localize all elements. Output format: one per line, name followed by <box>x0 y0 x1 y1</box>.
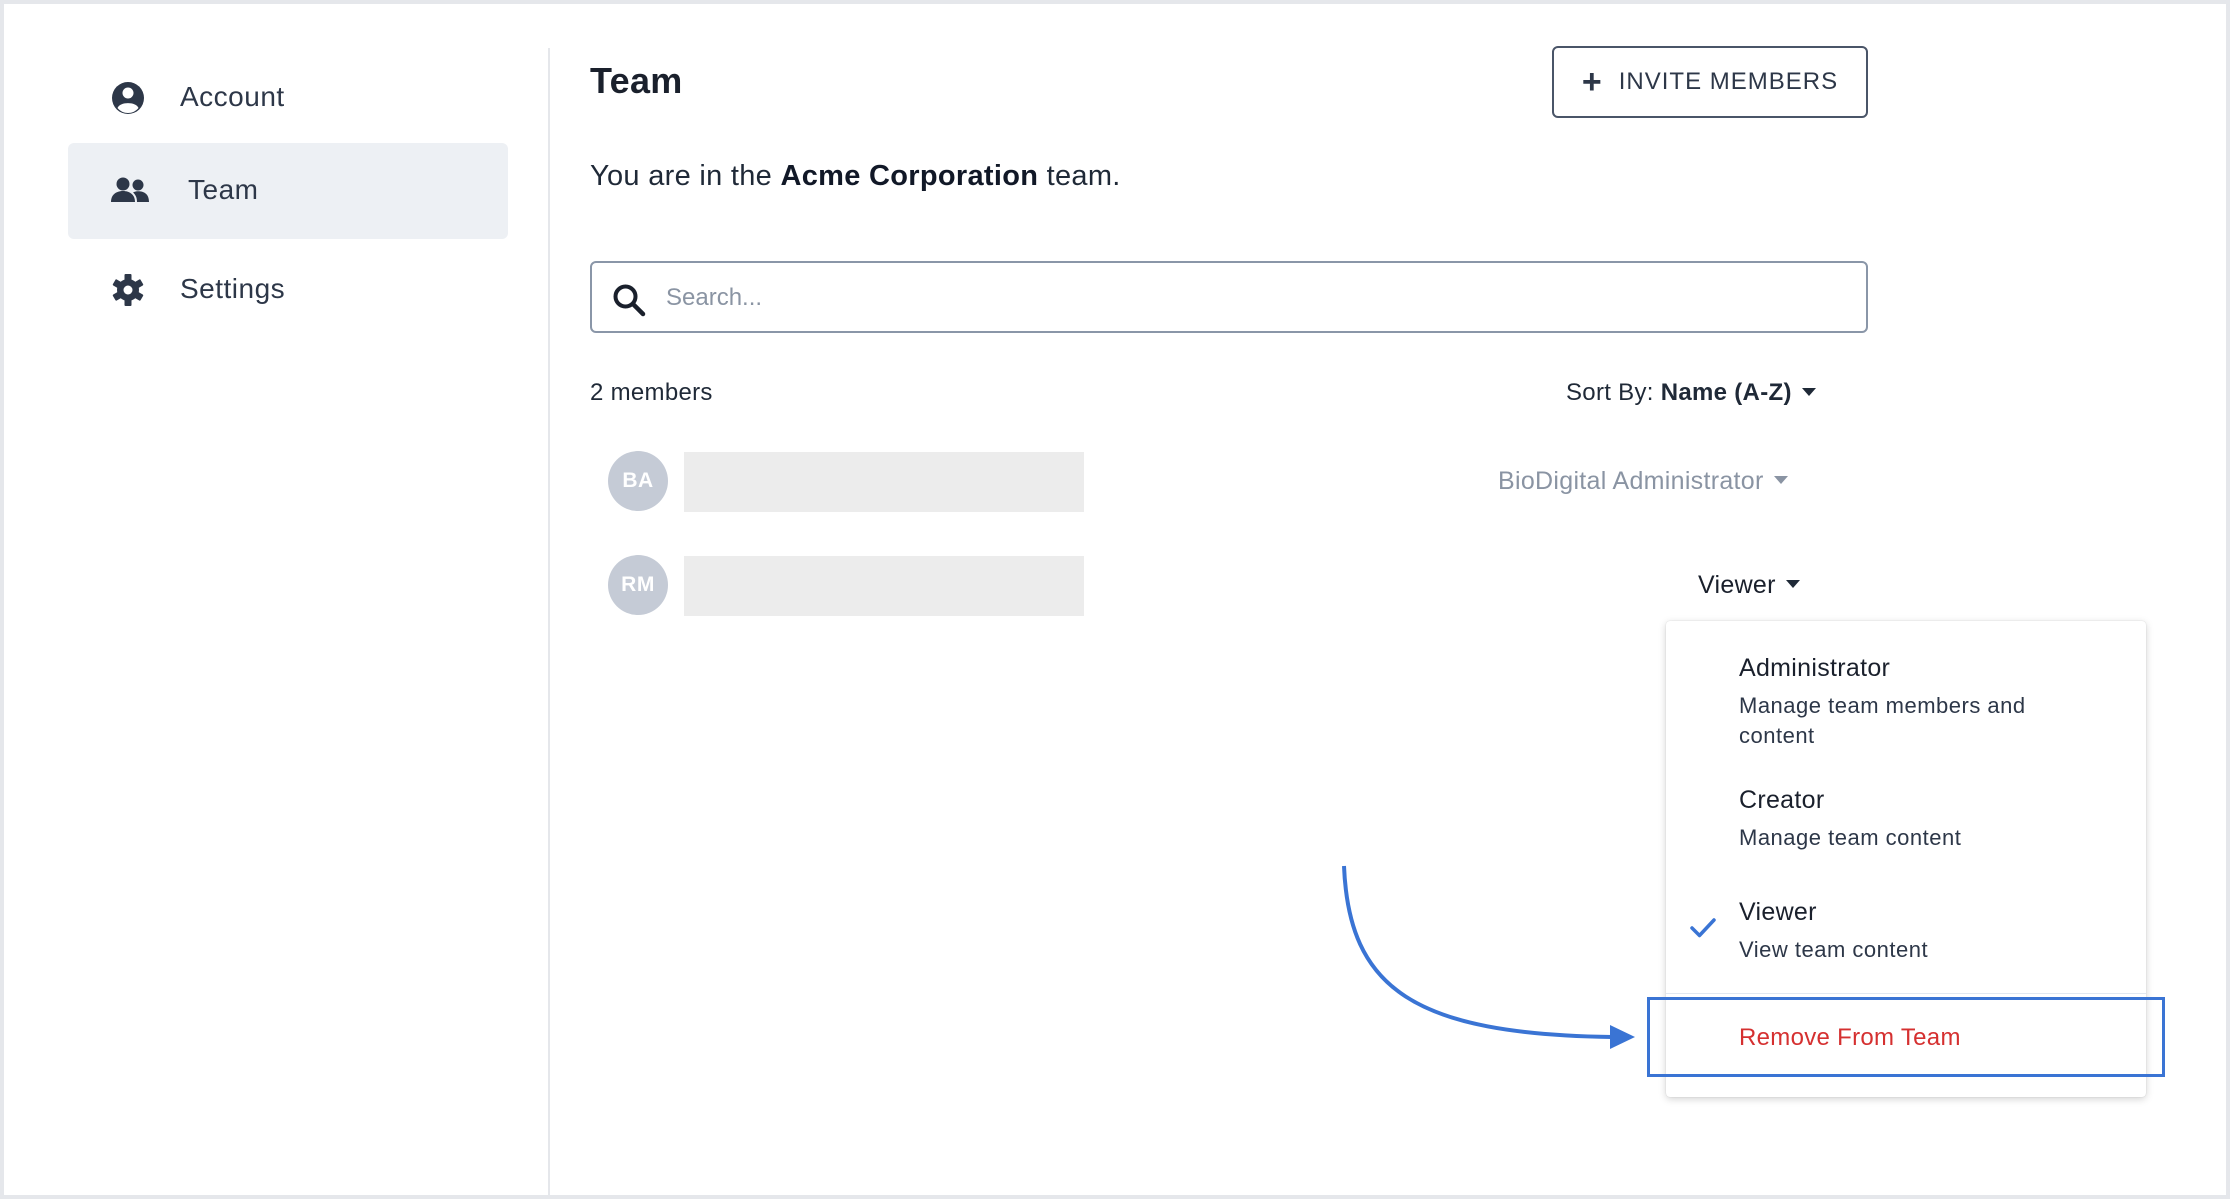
member-role-label: BioDigital Administrator <box>1498 467 1764 495</box>
avatar: RM <box>608 555 668 615</box>
invite-members-button[interactable]: + INVITE MEMBERS <box>1552 46 1868 118</box>
sidebar-item-label: Team <box>188 174 259 205</box>
role-option-creator[interactable]: Creator <box>1739 786 1825 814</box>
invite-members-label: INVITE MEMBERS <box>1618 68 1839 95</box>
user-circle-icon <box>112 82 144 114</box>
page-title: Team <box>590 60 683 101</box>
member-name-placeholder <box>684 556 1084 616</box>
gear-icon <box>112 274 144 306</box>
member-role-dropdown[interactable]: BioDigital Administrator <box>1498 467 1788 496</box>
team-intro-prefix: You are in the <box>590 160 773 192</box>
role-option-description: View team content <box>1739 937 1929 962</box>
members-count: 2 members <box>590 379 713 406</box>
sidebar-item-settings[interactable]: Settings <box>68 242 508 338</box>
sidebar-item-label: Account <box>180 81 285 112</box>
role-option-administrator[interactable]: Administrator <box>1739 654 1891 682</box>
remove-from-team-button[interactable]: Remove From Team <box>1739 1024 1961 1051</box>
role-option-description: Manage team members and content <box>1739 693 2026 748</box>
caret-down-icon <box>1785 580 1800 589</box>
sort-dropdown[interactable]: Sort By: Name (A-Z) <box>1566 379 1816 407</box>
member-name-placeholder <box>684 452 1084 512</box>
role-option-description: Manage team content <box>1739 825 1962 850</box>
users-icon <box>111 177 149 202</box>
sort-value: Name (A-Z) <box>1660 379 1792 406</box>
plus-icon: + <box>1581 63 1603 101</box>
search-icon <box>613 284 646 317</box>
team-intro-suffix: team. <box>1046 160 1121 192</box>
sidebar-divider <box>548 48 550 1196</box>
search-input[interactable] <box>664 273 1848 323</box>
sidebar-item-account[interactable]: Account <box>68 50 508 146</box>
sort-label: Sort By: <box>1566 379 1654 406</box>
sidebar-item-team[interactable]: Team <box>68 143 508 239</box>
checkmark-icon <box>1690 918 1716 938</box>
role-menu: Administrator Manage team members and co… <box>1666 621 2146 1097</box>
sidebar: Account Team <box>8 8 548 1198</box>
menu-divider <box>1666 993 2146 994</box>
member-role-dropdown[interactable]: Viewer <box>1698 571 1800 600</box>
team-name: Acme Corporation <box>780 160 1039 192</box>
avatar: BA <box>608 451 668 511</box>
sidebar-item-label: Settings <box>180 273 286 304</box>
caret-down-icon <box>1773 476 1788 485</box>
search-box <box>590 261 1868 333</box>
role-option-viewer[interactable]: Viewer <box>1739 898 1817 926</box>
caret-down-icon <box>1801 387 1816 396</box>
member-role-label: Viewer <box>1698 571 1776 599</box>
team-intro: You are in the Acme Corporation team. <box>590 160 1121 193</box>
